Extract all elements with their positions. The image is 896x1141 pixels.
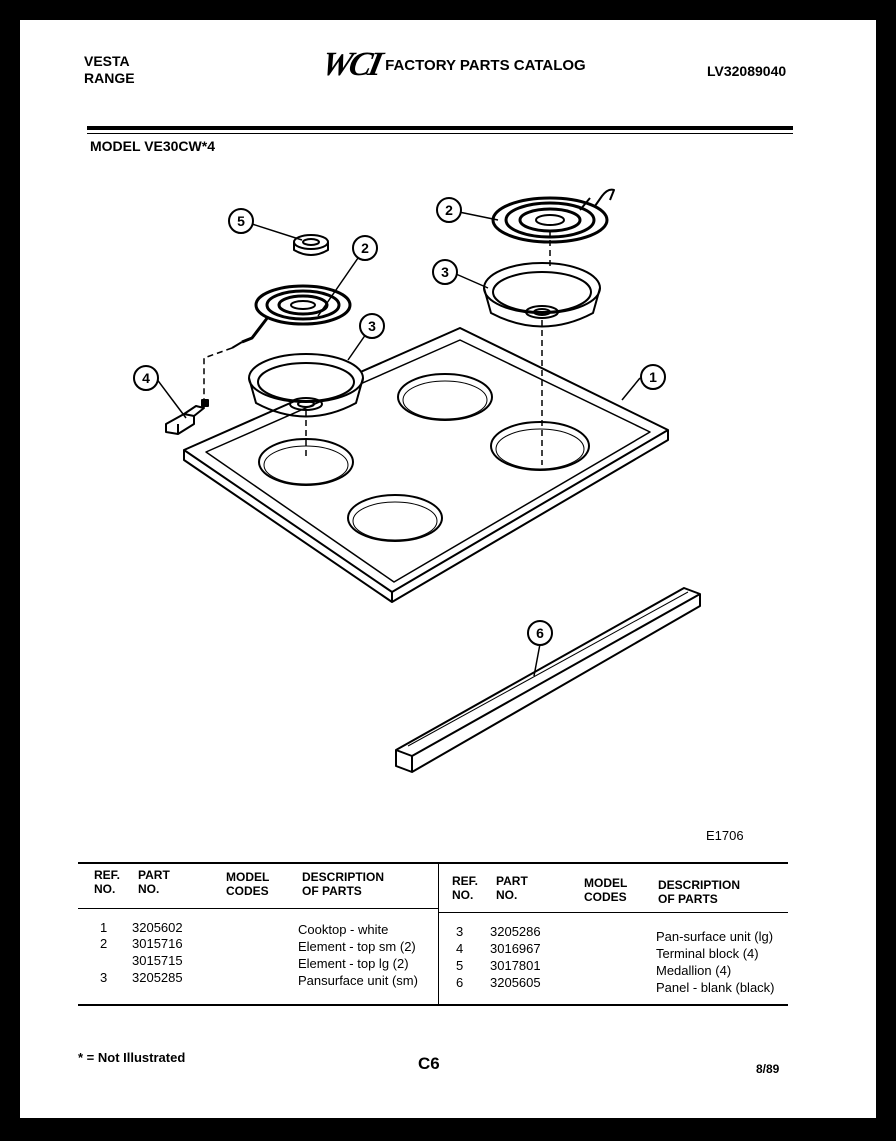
model-number: MODEL VE30CW*4 — [90, 138, 215, 154]
table-divider — [438, 862, 439, 1004]
svg-text:5: 5 — [237, 213, 245, 229]
exploded-parts-diagram: 5 2 2 3 3 4 1 — [133, 188, 701, 773]
svg-text:1: 1 — [649, 369, 657, 385]
element-large — [491, 188, 615, 244]
cooktop-outline — [183, 327, 669, 603]
burner-well-back-right — [490, 421, 590, 471]
catalog-code: LV32089040 — [707, 63, 787, 79]
leader-lines — [155, 211, 641, 677]
header-ref-right: REF.NO. — [452, 874, 479, 902]
svg-text:2: 2 — [445, 202, 453, 218]
terminal-block — [165, 399, 209, 435]
drip-pan-small — [248, 353, 364, 418]
callout-2-large: 2 — [436, 197, 462, 223]
callout-5: 5 — [228, 208, 254, 234]
callout-2-small: 2 — [352, 235, 378, 261]
svg-text:2: 2 — [361, 240, 369, 256]
burner-well-back-left — [397, 373, 493, 421]
catalog-date: 8/89 — [756, 1062, 780, 1076]
callout-1: 1 — [640, 364, 666, 390]
table-header-rule-left — [78, 908, 438, 909]
assembly-lines — [203, 230, 551, 465]
svg-text:4: 4 — [142, 370, 150, 386]
catalog-title: FACTORY PARTS CATALOG — [385, 56, 586, 74]
page-number: C6 — [418, 1054, 440, 1073]
not-illustrated-note: * = Not Illustrated — [78, 1050, 186, 1065]
svg-text:3: 3 — [441, 264, 449, 280]
callout-3-large: 3 — [432, 259, 458, 285]
table-header-rule-right — [438, 912, 788, 913]
medallion — [293, 234, 329, 256]
blank-panel — [395, 587, 701, 773]
svg-text:6: 6 — [536, 625, 544, 641]
drip-pan-large — [483, 262, 601, 328]
drawing-code: E1706 — [706, 828, 744, 843]
burner-well-front-right — [347, 494, 443, 542]
brand-name: VESTA RANGE — [84, 53, 135, 86]
element-small — [231, 284, 352, 349]
table-bottom-rule — [78, 1004, 788, 1006]
header-ref-left: REF.NO. — [94, 868, 121, 896]
catalog-page: VESTA RANGE WCI FACTORY PARTS CATALOG LV… — [20, 20, 876, 1118]
svg-text:3: 3 — [368, 318, 376, 334]
callout-3-small: 3 — [359, 313, 385, 339]
header-rule-thin — [87, 133, 793, 134]
callout-6: 6 — [527, 620, 553, 646]
callout-4: 4 — [133, 365, 159, 391]
header-rule — [87, 126, 793, 130]
table-top-rule — [78, 862, 788, 864]
catalog-header: WCI FACTORY PARTS CATALOG — [318, 46, 586, 83]
